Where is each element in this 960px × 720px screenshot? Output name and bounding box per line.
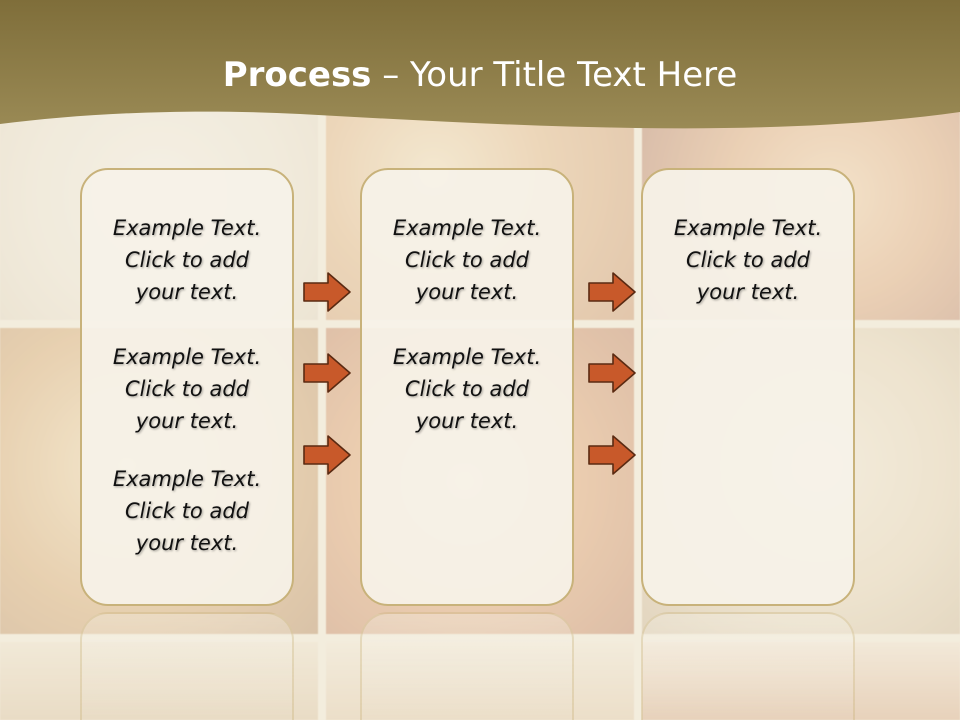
- right-arrow-icon[interactable]: [587, 351, 637, 395]
- text-line: your text.: [135, 280, 239, 304]
- text-line: Click to add: [124, 248, 249, 272]
- text-line: Example Text.: [392, 216, 542, 240]
- title-strong: Process: [222, 55, 372, 95]
- background-photo: [642, 642, 960, 720]
- text-placeholder[interactable]: Example Text. Click to add your text.: [362, 212, 572, 308]
- process-step-1-box[interactable]: Example Text. Click to add your text. Ex…: [80, 168, 294, 606]
- text-line: your text.: [415, 409, 519, 433]
- right-arrow-icon[interactable]: [302, 433, 352, 477]
- text-placeholder[interactable]: Example Text. Click to add your text.: [82, 463, 292, 559]
- card-reflection: [80, 612, 294, 720]
- text-line: Example Text.: [112, 216, 262, 240]
- right-arrow-icon[interactable]: [587, 270, 637, 314]
- card-reflection: [360, 612, 574, 720]
- card-reflection: [641, 612, 855, 720]
- title-rest: – Your Title Text Here: [371, 55, 738, 95]
- right-arrow-icon[interactable]: [587, 433, 637, 477]
- right-arrow-icon[interactable]: [302, 351, 352, 395]
- text-line: Click to add: [124, 377, 249, 401]
- text-line: your text.: [135, 531, 239, 555]
- text-placeholder[interactable]: Example Text. Click to add your text.: [82, 212, 292, 308]
- text-line: Example Text.: [392, 345, 542, 369]
- background-photo: [0, 642, 318, 720]
- right-arrow-icon[interactable]: [302, 270, 352, 314]
- slide-title[interactable]: Process – Your Title Text Here: [0, 52, 960, 98]
- text-line: your text.: [135, 409, 239, 433]
- text-line: Example Text.: [112, 467, 262, 491]
- text-line: Click to add: [404, 248, 529, 272]
- text-line: your text.: [696, 280, 800, 304]
- text-line: Example Text.: [112, 345, 262, 369]
- process-step-2-box[interactable]: Example Text. Click to add your text. Ex…: [360, 168, 574, 606]
- text-placeholder[interactable]: Example Text. Click to add your text.: [643, 212, 853, 308]
- text-line: Click to add: [685, 248, 810, 272]
- text-line: your text.: [415, 280, 519, 304]
- text-line: Example Text.: [673, 216, 823, 240]
- text-line: Click to add: [124, 499, 249, 523]
- title-banner: [0, 0, 960, 129]
- text-line: Click to add: [404, 377, 529, 401]
- text-placeholder[interactable]: Example Text. Click to add your text.: [362, 341, 572, 437]
- process-step-3-box[interactable]: Example Text. Click to add your text.: [641, 168, 855, 606]
- text-placeholder[interactable]: Example Text. Click to add your text.: [82, 341, 292, 437]
